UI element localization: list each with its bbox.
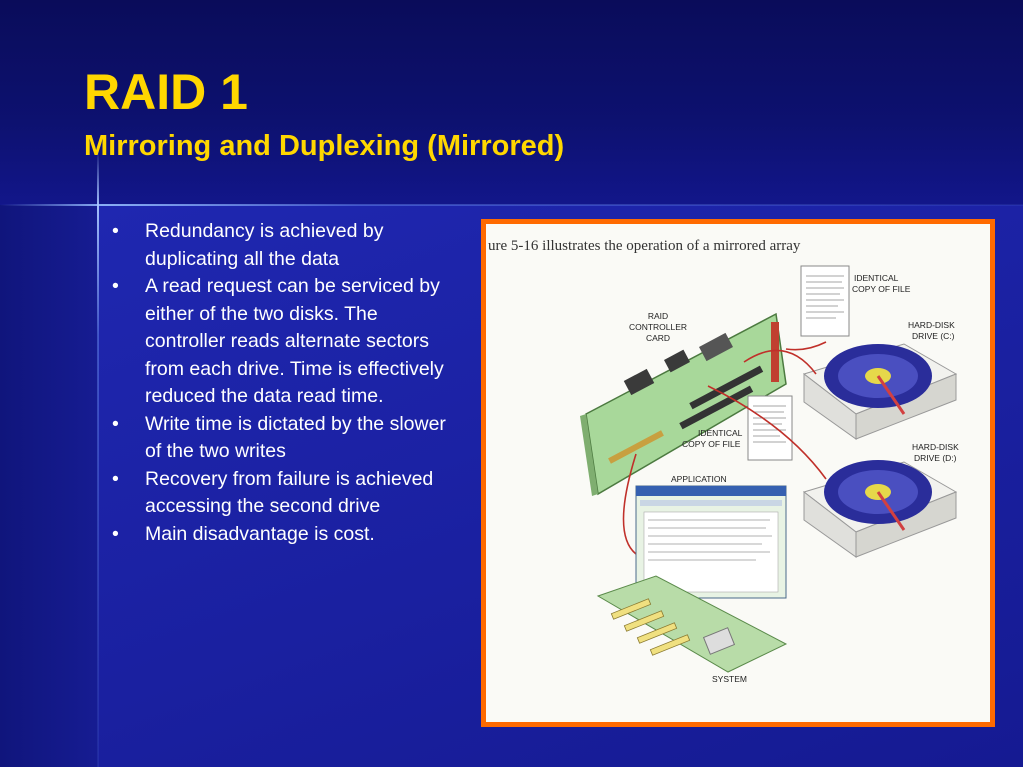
bullet-item: • Write time is dictated by the slower of… [108,411,458,466]
label-line: CONTROLLER [629,322,687,332]
left-strip-background [0,205,98,767]
label-raid-card: RAID CONTROLLER CARD [629,311,687,343]
bullet-text: Main disadvantage is cost. [145,522,375,545]
label-copy-top: IDENTICAL COPY OF FILE [852,273,911,294]
label-line: DRIVE (C:) [912,331,955,341]
bullet-dot: • [112,220,119,242]
bullet-dot: • [112,522,119,545]
raid-figure-frame: ure 5-16 illustrates the operation of a … [481,219,995,727]
bullet-text: A read request can be serviced by either… [145,275,444,407]
hard-disk-c-icon [802,343,958,440]
label-line: HARD-DISK [912,442,959,452]
slide-title: RAID 1 [84,64,248,120]
label-application: APPLICATION [671,474,727,484]
label-line: IDENTICAL [854,273,899,283]
bullet-text: Recovery from failure is achieved access… [145,467,434,518]
hard-disk-d-icon [802,460,958,558]
raid-controller-card [580,312,787,496]
bullet-item: • Redundancy is achieved by duplicating a… [108,218,458,273]
header-background [0,0,1023,205]
file-copy-bottom-icon [747,395,793,461]
label-copy-bottom: IDENTICAL COPY OF FILE [682,428,743,449]
file-copy-top-icon [800,265,850,337]
label-line: DRIVE (D:) [914,453,957,463]
system-motherboard-icon [596,575,788,673]
figure-caption: ure 5-16 illustrates the operation of a … [488,238,801,254]
bullet-item: • Recovery from failure is achieved acces… [108,466,458,521]
vertical-accent-line [97,150,99,767]
label-line: COPY OF FILE [682,439,741,449]
bullet-text: Redundancy is achieved by duplicating al… [145,220,384,270]
label-line: CARD [646,333,670,343]
bullet-dot: • [112,275,119,297]
label-drive-c: HARD-DISK DRIVE (C:) [908,320,955,341]
label-system: SYSTEM [712,674,747,684]
horizontal-accent-line [0,204,1023,206]
label-line: RAID [648,311,668,321]
raid-illustration: ure 5-16 illustrates the operation of a … [488,238,959,684]
label-line: HARD-DISK [908,320,955,330]
bullet-dot: • [112,467,119,490]
cable-lines [622,341,827,555]
label-drive-d: HARD-DISK DRIVE (D:) [912,442,959,463]
slide-subtitle: Mirroring and Duplexing (Mirrored) [84,130,565,162]
label-line: IDENTICAL [698,428,743,438]
label-line: COPY OF FILE [852,284,911,294]
bullet-list: • Redundancy is achieved by duplicating a… [108,218,458,548]
bullet-item: • Main disadvantage is cost. [108,521,458,549]
bullet-text: Write time is dictated by the slower of … [145,412,446,463]
bullet-dot: • [112,412,119,435]
bullet-item: • A read request can be serviced by eithe… [108,273,458,411]
